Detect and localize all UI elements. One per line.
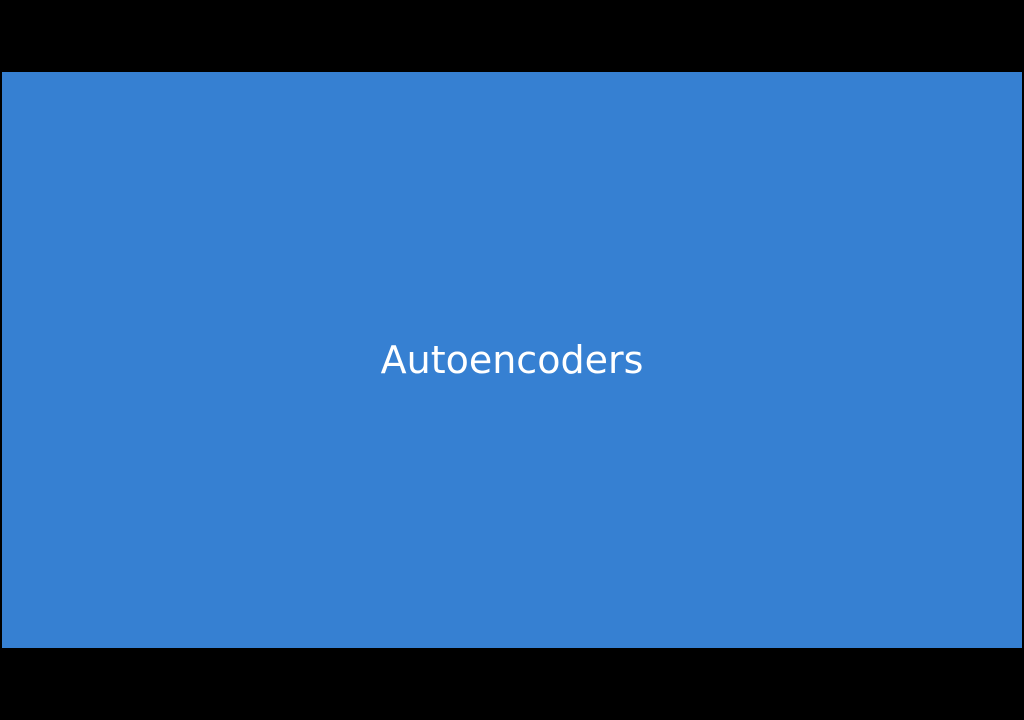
slide-title: Autoencoders xyxy=(380,338,644,382)
slide[interactable]: Autoencoders xyxy=(2,72,1022,648)
